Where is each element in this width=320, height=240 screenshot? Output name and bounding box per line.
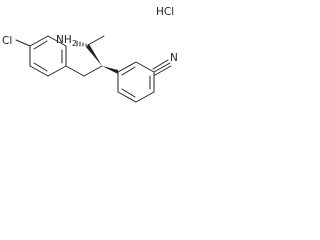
cyanophenyl-ring — [117, 61, 155, 103]
amine-subscript: 2 — [72, 39, 77, 48]
wedge-bond-lower — [102, 66, 118, 74]
chemical-structure: HCl Cl NH 2 — [2, 6, 178, 103]
ch2-bond — [83, 65, 103, 77]
hashed-bond-amine — [76, 40, 87, 47]
nitrile-bond — [152, 59, 172, 76]
nitrile-nitrogen-label: N — [170, 52, 178, 64]
chlorine-atom-label: Cl — [2, 35, 12, 47]
chlorophenyl-ring — [29, 35, 67, 77]
wedge-bond-upper — [86, 44, 102, 66]
amine-label: NH — [56, 34, 72, 46]
benzyl-bond — [65, 65, 85, 77]
chloro-bond — [15, 39, 31, 47]
methyl-bond — [87, 35, 105, 46]
salt-label: HCl — [156, 6, 174, 18]
